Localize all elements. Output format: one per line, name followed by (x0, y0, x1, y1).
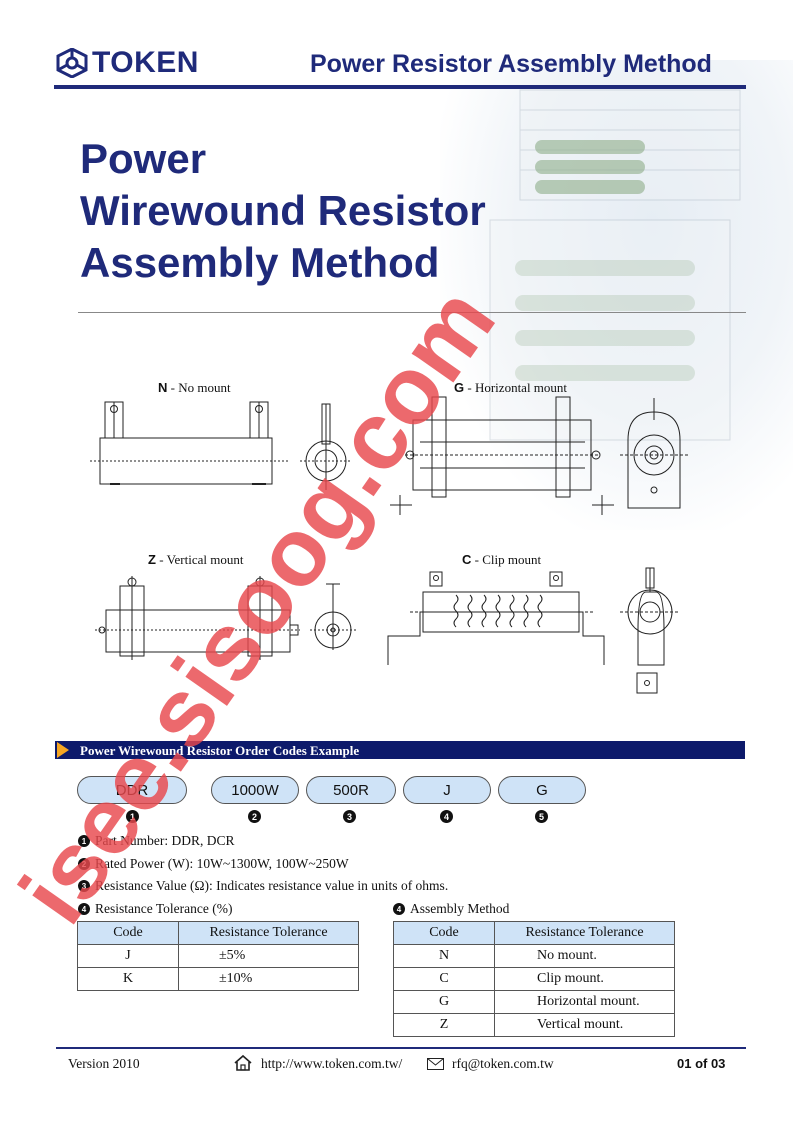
home-icon (234, 1054, 252, 1071)
title-divider (78, 312, 746, 313)
g-mount-end-drawing (620, 398, 690, 509)
table-row: K ±10% (77, 967, 359, 991)
marker-5: 5 (535, 810, 548, 823)
footer-email-link[interactable]: rfq@token.com.tw (452, 1056, 554, 1071)
table-cell: Vertical mount. (494, 1013, 675, 1037)
table-cell: ±5% (178, 944, 359, 968)
mail-icon (427, 1058, 444, 1070)
product-photo-background (440, 60, 793, 530)
marker-2: 2 (248, 810, 261, 823)
footer-version: Version 2010 (68, 1056, 140, 1071)
order-code-pill-mount: G (498, 776, 586, 804)
z-mount-end-drawing (310, 583, 356, 650)
table-header-cell: Code (393, 921, 495, 945)
order-code-pill-tolerance: J (403, 776, 491, 804)
marker-3: 3 (343, 810, 356, 823)
table-cell: Horizontal mount. (494, 990, 675, 1014)
diagram-label-c: C - Clip mount (462, 552, 542, 567)
diagram-label-z: Z - Vertical mount (148, 552, 244, 567)
resistor-bank-photo (489, 89, 741, 441)
header-title: Power Resistor Assembly Method (310, 50, 712, 78)
table-header-cell: Code (77, 921, 179, 945)
z-mount-side-drawing (95, 576, 300, 660)
table-row: G Horizontal mount. (393, 990, 675, 1014)
n-mount-end-drawing (300, 403, 352, 490)
order-code-pill-part: DDR (77, 776, 187, 804)
page-title-line-1: Power (80, 135, 207, 182)
table-row: J ±5% (77, 944, 359, 968)
footer-divider (56, 1047, 746, 1049)
table-cell: Z (393, 1013, 495, 1037)
table-cell: ±10% (178, 967, 359, 991)
table-cell: No mount. (494, 944, 675, 968)
c-mount-end-drawing (620, 567, 680, 694)
tolerance-table: Code Resistance Tolerance J ±5% K ±10% (77, 921, 359, 991)
page-title-line-2: Wirewound Resistor (80, 187, 486, 234)
table-row: N No mount. (393, 944, 675, 968)
order-code-pill-resistance: 500R (306, 776, 396, 804)
table-header-row: Code Resistance Tolerance (77, 921, 359, 945)
marker-4: 4 (440, 810, 453, 823)
table-row: Z Vertical mount. (393, 1013, 675, 1037)
n-mount-side-drawing (90, 401, 290, 485)
token-logo-icon (56, 48, 88, 78)
header-divider (54, 85, 746, 89)
brand-name: TOKEN (92, 46, 199, 79)
assembly-method-table: Code Resistance Tolerance N No mount. C … (393, 921, 675, 1037)
footer-website-link[interactable]: http://www.token.com.tw/ (261, 1056, 403, 1071)
table-cell: N (393, 944, 495, 968)
page-number: 01 of 03 (677, 1056, 726, 1071)
order-code-pill-power: 1000W (211, 776, 299, 804)
table-cell: K (77, 967, 179, 991)
marker-1: 1 (126, 810, 139, 823)
table-header-row: Code Resistance Tolerance (393, 921, 675, 945)
page-title-line-3: Assembly Method (80, 239, 440, 286)
section-header-bar (55, 741, 745, 759)
table-header-cell: Resistance Tolerance (494, 921, 675, 945)
diagram-label-n: N - No mount (158, 380, 231, 395)
section-title: Power Wirewound Resistor Order Codes Exa… (80, 743, 360, 758)
arrow-right-icon (57, 742, 69, 758)
table-cell: G (393, 990, 495, 1014)
table-row: C Clip mount. (393, 967, 675, 991)
page-title: Power Wirewound Resistor Assembly Method (80, 133, 486, 289)
table-header-cell: Resistance Tolerance (178, 921, 359, 945)
brand-logo: TOKEN (56, 46, 199, 80)
table-cell: Clip mount. (494, 967, 675, 991)
table-cell: C (393, 967, 495, 991)
table-cell: J (77, 944, 179, 968)
c-mount-side-drawing (387, 571, 605, 665)
g-mount-side-drawing (390, 396, 614, 515)
diagram-label-g: G - Horizontal mount (454, 380, 568, 395)
mounting-drawings (90, 396, 690, 694)
